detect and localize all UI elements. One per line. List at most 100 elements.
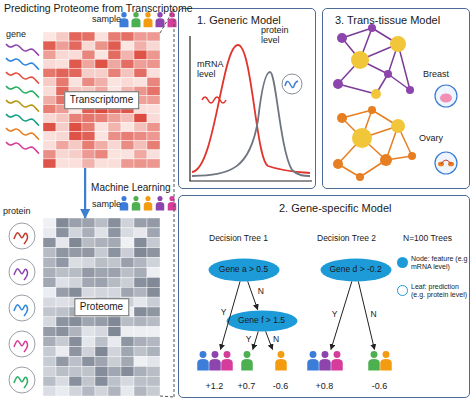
ellipse-shape bbox=[320, 258, 391, 281]
heatmap-cell bbox=[69, 376, 82, 386]
proteome-cells bbox=[43, 218, 160, 396]
sample-head bbox=[157, 196, 162, 201]
heatmap-cell bbox=[82, 337, 95, 347]
heatmap-cell bbox=[147, 277, 160, 287]
heatmap-cell bbox=[82, 327, 95, 337]
heatmap-cell bbox=[69, 277, 82, 287]
heatmap-cell bbox=[121, 68, 134, 77]
heatmap-cell bbox=[147, 123, 160, 132]
heatmap-cell bbox=[95, 77, 108, 86]
heatmap-cell bbox=[95, 376, 108, 386]
heatmap-cell bbox=[134, 50, 147, 59]
heatmap-cell bbox=[56, 41, 69, 50]
sample-icon bbox=[380, 351, 392, 371]
heatmap-cell bbox=[121, 218, 134, 228]
heatmap-cell bbox=[121, 258, 134, 268]
tissue-icon bbox=[435, 152, 457, 174]
mrna-symbol bbox=[202, 97, 226, 103]
heatmap-cell bbox=[147, 159, 160, 168]
heatmap-cell bbox=[82, 123, 95, 132]
legend-entry: Leaf: prediction (e.g. protein level) bbox=[397, 283, 473, 299]
axis-label: sample bbox=[92, 199, 121, 209]
heatmap-cell bbox=[147, 68, 160, 77]
heatmap-cell bbox=[121, 327, 134, 337]
heatmap-cell bbox=[95, 114, 108, 123]
sample-icon bbox=[168, 196, 177, 210]
sample-icon bbox=[331, 351, 343, 371]
node-text: protein level bbox=[261, 25, 305, 46]
sample-icon bbox=[209, 351, 221, 371]
heatmap-cell bbox=[43, 297, 56, 307]
sample-body bbox=[221, 359, 233, 371]
sample-head bbox=[277, 351, 284, 358]
heatmap-cell bbox=[56, 376, 69, 386]
proteome-heatmap: Proteome bbox=[43, 218, 160, 396]
tissue-icon bbox=[441, 160, 451, 164]
heatmap-cell bbox=[121, 248, 134, 258]
heatmap-cell bbox=[56, 59, 69, 68]
heatmap-cell bbox=[56, 287, 69, 297]
heatmap-cell bbox=[56, 356, 69, 366]
heatmap-cell bbox=[121, 376, 134, 386]
heatmap-cell bbox=[108, 366, 121, 376]
sample-icon bbox=[156, 196, 165, 210]
network-node bbox=[356, 173, 364, 181]
heatmap-cell bbox=[108, 386, 121, 396]
heatmap-cell bbox=[56, 238, 69, 248]
heatmap-cell bbox=[121, 287, 134, 297]
heatmap-cell bbox=[69, 386, 82, 396]
heatmap-cell bbox=[82, 68, 95, 77]
heatmap-cell bbox=[43, 86, 56, 95]
heatmap-cell bbox=[121, 59, 134, 68]
network-node bbox=[380, 154, 392, 166]
sample-head bbox=[370, 351, 377, 358]
protein-symbol bbox=[285, 81, 298, 88]
heatmap-cell bbox=[69, 159, 82, 168]
heatmap-cell bbox=[95, 356, 108, 366]
heatmap-cell bbox=[43, 317, 56, 327]
heatmap-cell bbox=[56, 386, 69, 396]
heatmap-cell bbox=[43, 123, 56, 132]
heatmap-cell bbox=[108, 238, 121, 248]
heatmap-cell bbox=[121, 77, 134, 86]
heatmap-cell bbox=[147, 105, 160, 114]
heatmap-cell bbox=[134, 228, 147, 238]
heatmap-cell bbox=[147, 297, 160, 307]
sample-head bbox=[321, 351, 328, 358]
sample-head bbox=[211, 351, 218, 358]
heatmap-cell bbox=[69, 258, 82, 268]
heatmap-cell bbox=[134, 123, 147, 132]
sample-head bbox=[133, 196, 138, 201]
heatmap-cell bbox=[147, 317, 160, 327]
node-text: mRNA level bbox=[197, 59, 233, 80]
node-heading: Gene a > 0.5 bbox=[208, 265, 280, 275]
heatmap-cell bbox=[134, 68, 147, 77]
sample-icon bbox=[241, 351, 253, 371]
heatmap-cell bbox=[43, 105, 56, 114]
heatmap-cell bbox=[147, 356, 160, 366]
node-heading: +1.2 bbox=[188, 381, 242, 391]
heatmap-cell bbox=[43, 114, 56, 123]
heatmap-cell bbox=[82, 141, 95, 150]
heatmap-cell bbox=[95, 68, 108, 77]
heatmap-cell bbox=[82, 150, 95, 159]
heatmap-cell bbox=[43, 228, 56, 238]
protein-fold bbox=[14, 233, 28, 244]
heatmap-cell bbox=[108, 32, 121, 41]
heatmap-cell bbox=[56, 150, 69, 159]
tissue-icon bbox=[435, 85, 457, 107]
sample-head bbox=[333, 351, 340, 358]
heatmap-cell bbox=[43, 327, 56, 337]
sample-head bbox=[382, 351, 389, 358]
heatmap-cell bbox=[134, 267, 147, 277]
heatmap-cell bbox=[82, 114, 95, 123]
heatmap-cell bbox=[43, 32, 56, 41]
heatmap-cell bbox=[43, 356, 56, 366]
heatmap-cell bbox=[43, 248, 56, 258]
heatmap-cell bbox=[69, 238, 82, 248]
arrow-connector bbox=[266, 331, 273, 349]
heatmap-cell bbox=[82, 258, 95, 268]
heatmap-cell bbox=[56, 123, 69, 132]
heatmap-cell bbox=[56, 277, 69, 287]
heatmap-cell bbox=[69, 248, 82, 258]
